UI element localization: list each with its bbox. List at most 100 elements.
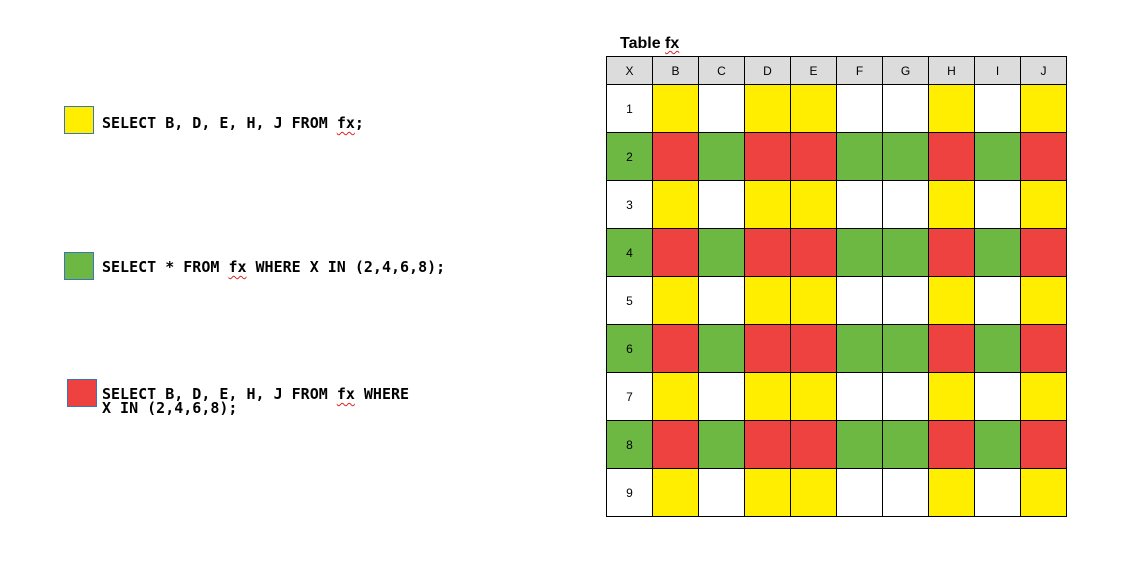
cell-c9 [698, 468, 745, 517]
cell-e4 [790, 228, 837, 277]
table-row: 6 [606, 324, 1067, 373]
table-row: 5 [606, 276, 1067, 325]
cell-e8 [790, 420, 837, 469]
row-label: 1 [606, 84, 653, 133]
cell-b2 [652, 132, 699, 181]
cell-c6 [698, 324, 745, 373]
cell-i4 [974, 228, 1021, 277]
cell-d9 [744, 468, 791, 517]
cell-e7 [790, 372, 837, 421]
cell-g4 [882, 228, 929, 277]
cell-e2 [790, 132, 837, 181]
row-label: 3 [606, 180, 653, 229]
cell-g9 [882, 468, 929, 517]
table-row: 2 [606, 132, 1067, 181]
legend-query-red: SELECT B, D, E, H, J FROM fx WHERE X IN … [102, 385, 410, 417]
cell-c2 [698, 132, 745, 181]
table-row: 8 [606, 420, 1067, 469]
cell-i9 [974, 468, 1021, 517]
cell-j5 [1020, 276, 1067, 325]
cell-c4 [698, 228, 745, 277]
cell-e9 [790, 468, 837, 517]
green-swatch [64, 252, 94, 280]
row-label: 6 [606, 324, 653, 373]
cell-j6 [1020, 324, 1067, 373]
cell-j1 [1020, 84, 1067, 133]
cell-b5 [652, 276, 699, 325]
cell-j4 [1020, 228, 1067, 277]
cell-e1 [790, 84, 837, 133]
cell-j8 [1020, 420, 1067, 469]
column-header-i: I [974, 56, 1021, 85]
red-swatch [67, 379, 97, 407]
cell-f6 [836, 324, 883, 373]
cell-b8 [652, 420, 699, 469]
cell-b4 [652, 228, 699, 277]
cell-i2 [974, 132, 1021, 181]
cell-d1 [744, 84, 791, 133]
cell-f8 [836, 420, 883, 469]
cell-h1 [928, 84, 975, 133]
row-label: 9 [606, 468, 653, 517]
cell-j7 [1020, 372, 1067, 421]
table-name-word: fx [336, 385, 355, 403]
cell-h4 [928, 228, 975, 277]
table-title: Table fx [620, 35, 680, 52]
cell-d6 [744, 324, 791, 373]
cell-i5 [974, 276, 1021, 325]
cell-j2 [1020, 132, 1067, 181]
column-header-g: G [882, 56, 929, 85]
cell-h9 [928, 468, 975, 517]
cell-g3 [882, 180, 929, 229]
yellow-swatch [64, 106, 94, 134]
cell-i8 [974, 420, 1021, 469]
cell-g6 [882, 324, 929, 373]
row-label: 4 [606, 228, 653, 277]
cell-h6 [928, 324, 975, 373]
legend-query-yellow: SELECT B, D, E, H, J FROM fx; [102, 114, 364, 132]
cell-c3 [698, 180, 745, 229]
cell-i1 [974, 84, 1021, 133]
cell-f1 [836, 84, 883, 133]
table-row: 9 [606, 468, 1067, 517]
column-header-b: B [652, 56, 699, 85]
cell-c8 [698, 420, 745, 469]
legend-query-green: SELECT * FROM fx WHERE X IN (2,4,6,8); [102, 258, 446, 276]
cell-d2 [744, 132, 791, 181]
cell-g8 [882, 420, 929, 469]
cell-c1 [698, 84, 745, 133]
cell-i7 [974, 372, 1021, 421]
cell-f9 [836, 468, 883, 517]
column-header-c: C [698, 56, 745, 85]
cell-c7 [698, 372, 745, 421]
cell-f2 [836, 132, 883, 181]
column-header-x: X [606, 56, 653, 85]
cell-b6 [652, 324, 699, 373]
cell-f4 [836, 228, 883, 277]
table-row: 4 [606, 228, 1067, 277]
cell-f7 [836, 372, 883, 421]
table-name-word: fx [228, 258, 247, 276]
column-header-d: D [744, 56, 791, 85]
row-label: 8 [606, 420, 653, 469]
cell-h5 [928, 276, 975, 325]
cell-f3 [836, 180, 883, 229]
column-header-f: F [836, 56, 883, 85]
row-label: 5 [606, 276, 653, 325]
table-row: 7 [606, 372, 1067, 421]
cell-b9 [652, 468, 699, 517]
cell-g1 [882, 84, 929, 133]
cell-f5 [836, 276, 883, 325]
cell-h7 [928, 372, 975, 421]
cell-d3 [744, 180, 791, 229]
cell-d8 [744, 420, 791, 469]
cell-j9 [1020, 468, 1067, 517]
cell-d7 [744, 372, 791, 421]
row-label: 7 [606, 372, 653, 421]
table-title-name: fx [665, 35, 680, 52]
cell-g5 [882, 276, 929, 325]
cell-e3 [790, 180, 837, 229]
cell-h3 [928, 180, 975, 229]
